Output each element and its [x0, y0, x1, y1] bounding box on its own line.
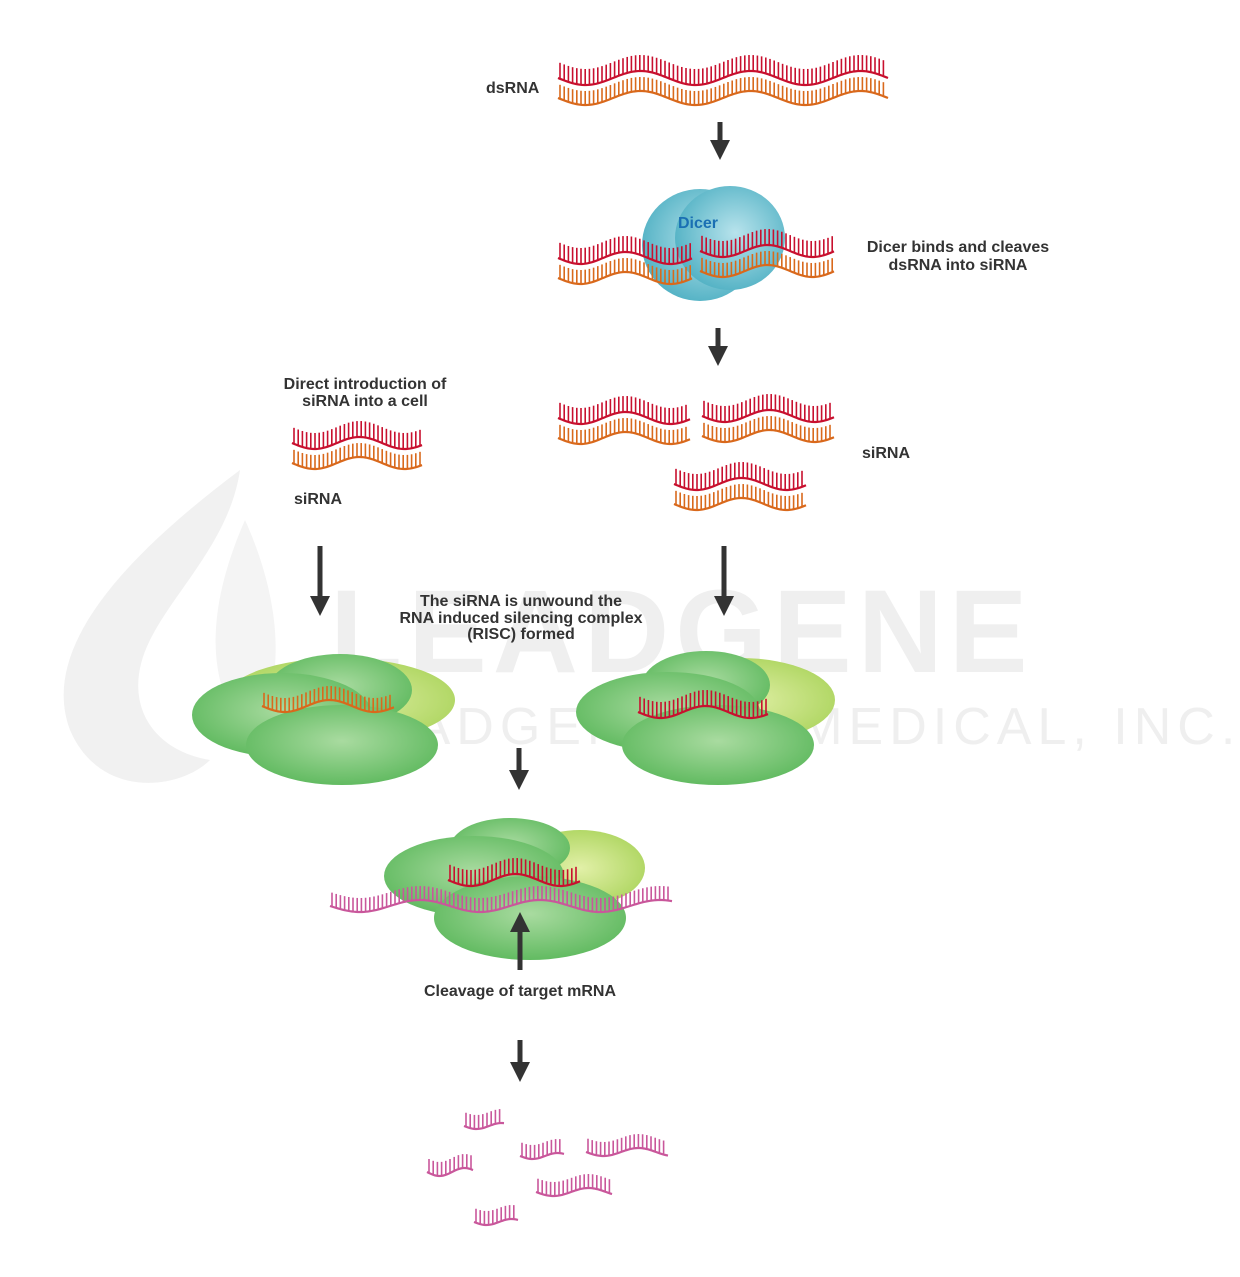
- rna-backbone: [701, 408, 835, 424]
- mrna-fragment: [426, 1154, 474, 1178]
- dsrna-top: [557, 55, 889, 107]
- rna-backbone: [463, 1121, 505, 1131]
- dicer-dsrna-left: [557, 236, 693, 286]
- dicer-label: Dicer: [678, 215, 718, 232]
- rna-backbone: [473, 1217, 519, 1227]
- rna-backbone: [701, 428, 835, 444]
- risc-guide-bound: [447, 858, 581, 888]
- dicer-complex: Dicer: [557, 186, 835, 301]
- mrna-fragment: [585, 1134, 669, 1158]
- sirna-right-1: [557, 396, 691, 446]
- cleavage-label: Cleavage of target mRNA: [424, 983, 616, 1000]
- sirna-left-label: siRNA: [294, 491, 342, 508]
- dicer-description-line2: dsRNA into siRNA: [889, 257, 1028, 274]
- risc-mrna-complex: [329, 818, 673, 970]
- rna-backbone: [261, 698, 395, 714]
- mrna-fragments: [426, 1109, 669, 1227]
- direct-intro-line2: siRNA into a cell: [302, 393, 428, 410]
- rna-backbone: [291, 455, 423, 471]
- sirna-left: [291, 421, 423, 471]
- sirna-right-3: [673, 462, 807, 512]
- direct-intro-line1: Direct introduction of: [284, 376, 447, 393]
- dicer-description-line1: Dicer binds and cleaves: [867, 239, 1049, 256]
- risc-complex-left: [192, 654, 455, 785]
- mrna-fragment: [463, 1109, 505, 1131]
- rna-backbone: [637, 704, 769, 720]
- rna-backbone: [585, 1146, 669, 1158]
- risc-right-guide-strand: [637, 690, 769, 720]
- rna-backbone: [291, 435, 423, 451]
- risc-text-line3: (RISC) formed: [467, 626, 575, 643]
- risc-complex-right: [576, 651, 835, 785]
- rna-backbone: [673, 476, 807, 492]
- dicer-dsrna-right: [699, 229, 835, 279]
- rna-backbone: [557, 410, 691, 426]
- rna-backbone: [447, 872, 581, 888]
- rna-backbone: [673, 496, 807, 512]
- mrna-fragment: [519, 1139, 565, 1161]
- risc-text-line1: The siRNA is unwound the: [420, 593, 622, 610]
- watermark-drop-logo: [63, 470, 240, 783]
- risc-text-line2: RNA induced silencing complex: [399, 610, 642, 627]
- rna-backbone: [535, 1186, 613, 1198]
- dsrna-label: dsRNA: [486, 80, 540, 97]
- rna-backbone: [557, 430, 691, 446]
- sirna-right-2: [701, 394, 835, 444]
- rna-backbone: [519, 1151, 565, 1161]
- sirna-right-label: siRNA: [862, 445, 910, 462]
- target-mrna: [329, 886, 673, 914]
- risc-left-guide-strand: [261, 686, 395, 714]
- mrna-fragment: [473, 1205, 519, 1227]
- mrna-fragment: [535, 1174, 613, 1198]
